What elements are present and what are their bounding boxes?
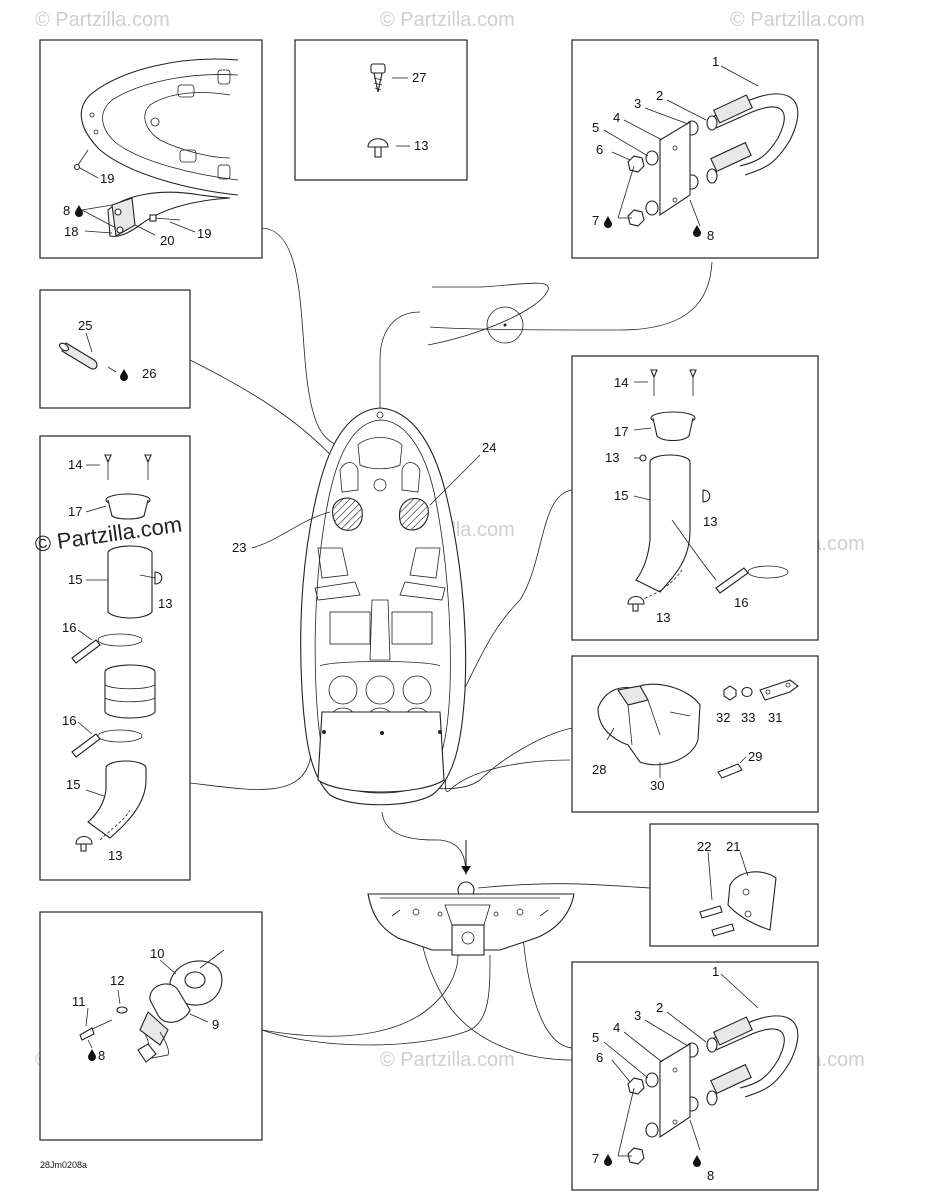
- callout-16: 16: [62, 713, 76, 728]
- box-vent-left: 14 17 © Partzilla.com 15 13 16 16: [33, 435, 191, 881]
- callout-20: 20: [160, 233, 174, 248]
- callout-5: 5: [592, 1030, 599, 1045]
- box-bracket: 28 30 32 33 31 29: [571, 655, 819, 813]
- callout-21: 21: [726, 839, 740, 854]
- callout-14: 14: [68, 457, 82, 472]
- callout-4: 4: [613, 110, 620, 125]
- callout-8: 8: [98, 1048, 105, 1063]
- box-rod: 25 26: [39, 289, 191, 409]
- box-ubolt-lower: 1 2 3 4 5 6 7 8: [571, 961, 819, 1191]
- callout-1: 1: [712, 964, 719, 979]
- box-drain: 10 12 11 9 8: [39, 911, 263, 1141]
- hull-top-view: 23 24: [232, 407, 496, 806]
- callout-6: 6: [596, 1050, 603, 1065]
- callout-8: 8: [63, 203, 70, 218]
- callout-23: 23: [232, 540, 246, 555]
- threads-upper: [710, 94, 754, 173]
- callout-13: 13: [703, 514, 717, 529]
- callout-31: 31: [768, 710, 782, 725]
- watermark-text: © Partzilla.com: [730, 9, 865, 31]
- callout-26: 26: [142, 366, 156, 381]
- watermark-text: © Partzilla.com: [380, 1049, 515, 1071]
- callout-12: 12: [110, 973, 124, 988]
- threads-lower: [710, 1016, 754, 1095]
- callout-22: 22: [697, 839, 711, 854]
- callout-33: 33: [741, 710, 755, 725]
- callout-19: 19: [197, 226, 211, 241]
- watermark-text: © Partzilla.com: [35, 9, 170, 31]
- callout-15: 15: [614, 488, 628, 503]
- callout-16: 16: [734, 595, 748, 610]
- callout-13: 13: [158, 596, 172, 611]
- callout-15: 15: [66, 777, 80, 792]
- callout-17: 17: [68, 504, 82, 519]
- callout-2: 2: [656, 1000, 663, 1015]
- box-ubolt-upper: 1 2 3 4 5 6 7 8: [571, 39, 819, 259]
- callout-8: 8: [707, 1168, 714, 1183]
- callout-32: 32: [716, 710, 730, 725]
- callout-7: 7: [592, 1151, 599, 1166]
- callout-25: 25: [78, 318, 92, 333]
- callout-27: 27: [412, 70, 426, 85]
- callout-30: 30: [650, 778, 664, 793]
- watermark-text: © Partzilla.com: [380, 9, 515, 31]
- box-vent-right: 14 17 13 15 13 16 13: [571, 355, 819, 641]
- callout-6: 6: [596, 142, 603, 157]
- callout-13: 13: [656, 610, 670, 625]
- callout-7: 7: [592, 213, 599, 228]
- callout-2: 2: [656, 88, 663, 103]
- callout-3: 3: [634, 96, 641, 111]
- callout-3: 3: [634, 1008, 641, 1023]
- callout-29: 29: [748, 749, 762, 764]
- box-front-bumper: 19 8 18 20 19: [39, 39, 263, 259]
- callout-16: 16: [62, 620, 76, 635]
- callout-13: 13: [108, 848, 122, 863]
- box-clamp: 21 22: [649, 823, 819, 947]
- callout-17: 17: [614, 424, 628, 439]
- stern-piece: [367, 840, 575, 956]
- box-fasteners: 27 13: [294, 39, 468, 181]
- callout-9: 9: [212, 1017, 219, 1032]
- callout-24: 24: [482, 440, 496, 455]
- callout-5: 5: [592, 120, 599, 135]
- callout-10: 10: [150, 946, 164, 961]
- callout-13: 13: [414, 138, 428, 153]
- callout-4: 4: [613, 1020, 620, 1035]
- diagram-code: 28Jm0208a: [40, 1160, 87, 1170]
- callout-13: 13: [605, 450, 619, 465]
- callout-15: 15: [68, 572, 82, 587]
- callout-11: 11: [72, 994, 86, 1009]
- callout-18: 18: [64, 224, 78, 239]
- callout-19: 19: [100, 171, 114, 186]
- callout-1: 1: [712, 54, 719, 69]
- callout-8: 8: [707, 228, 714, 243]
- callout-28: 28: [592, 762, 606, 777]
- callout-14: 14: [614, 375, 628, 390]
